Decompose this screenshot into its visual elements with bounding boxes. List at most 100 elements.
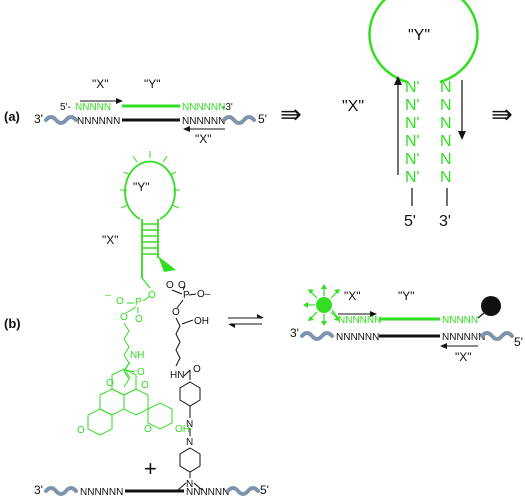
fluorophore-burst <box>303 284 340 326</box>
panel-b-label: (b) <box>4 316 21 331</box>
quencher-oh: OH <box>194 316 209 327</box>
beacon-loop-tick <box>169 171 177 176</box>
beacon-loop-label: "Y" <box>133 180 150 194</box>
fluorophore-o: O <box>141 380 149 391</box>
burst-arrowhead <box>321 321 327 326</box>
duplex-x-arrowhead <box>370 311 377 317</box>
duplex-right-five-prime: 5' <box>514 335 523 349</box>
duplex-left-strand-wave <box>300 331 334 341</box>
hairpin-left-nuc: N' <box>405 169 420 186</box>
beacon-loop-tick <box>123 171 131 176</box>
quencher-ring-1 <box>179 381 201 407</box>
beacon-loop-tick <box>120 204 129 209</box>
fluorophore-dot <box>316 297 332 313</box>
hairpin-loop <box>368 0 479 84</box>
duplex-right-strand-wave <box>480 331 514 341</box>
hairpin-left-end: 5' <box>404 213 416 230</box>
panel-a-bottom-left-seq: NNNNNN <box>77 116 120 127</box>
hairpin-left-nuc: N' <box>405 133 420 150</box>
phosphate-p: P <box>135 297 142 308</box>
beacon-stem-left-bond <box>141 277 151 289</box>
duplex-quencher-bond <box>477 312 485 319</box>
beacon-loop-tick <box>162 155 168 163</box>
phosphate-oxygen: O <box>135 314 143 325</box>
quencher-azo-n: N <box>186 437 193 448</box>
phosphate-oxygen: O <box>166 280 174 291</box>
panel-a-top-left-seq: NNNNN <box>75 102 111 113</box>
quencher-phosphate: O P O O– O <box>166 280 211 318</box>
fluorophore-structure: O O O O O OH <box>77 361 190 436</box>
beacon-loop-tick <box>171 204 180 209</box>
burst-arrowhead <box>321 284 327 289</box>
beacon-loop-tick <box>132 155 138 163</box>
hairpin-left-arrowhead <box>394 76 402 85</box>
burst-arrowhead <box>303 302 308 308</box>
hairpin-left-nuc: N' <box>405 97 420 114</box>
duplex-top-left-seq: NNNNNN <box>338 315 381 326</box>
panel-a-x-bottom-label: "X" <box>195 132 212 146</box>
fluorophore-o: O <box>106 378 114 389</box>
hairpin-right-nuc: N <box>440 133 452 150</box>
panel-a-x-label: "X" <box>92 77 109 91</box>
beacon-loop <box>120 151 180 220</box>
hairpin-right-nuc: N <box>440 97 452 114</box>
panel-a-x-arrowhead <box>116 98 123 104</box>
quencher-methyl <box>177 482 187 491</box>
hairpin-left-nuc: N' <box>405 151 420 168</box>
panel-a-three-prime-dash: -3' <box>222 102 233 113</box>
quencher-linker-top <box>175 317 181 343</box>
hairpin-loop-label: "Y" <box>408 27 430 44</box>
equilibrium-arrows <box>228 314 264 328</box>
panel-a-y-label: "Y" <box>144 77 161 91</box>
hairpin-left-nuc: N' <box>405 115 420 132</box>
beacon-stem <box>141 219 176 289</box>
target-right-seq: NNNNNN <box>186 487 229 498</box>
hairpin-right-stem: N N N N N N <box>440 79 452 186</box>
phosphate-minus: – <box>105 290 111 301</box>
quencher-hn: HN <box>170 370 184 381</box>
phosphate-bond <box>142 295 151 302</box>
phosphate-oxygen: O <box>172 307 180 318</box>
quencher-amide <box>183 369 191 380</box>
target-five-prime: 5' <box>260 483 269 497</box>
fluorophore-ring-5 <box>87 408 113 436</box>
phosphate-bond <box>171 289 183 295</box>
target-left-strand-wave <box>44 486 78 496</box>
duplex-y-label: "Y" <box>398 289 415 303</box>
fluorophore-linker <box>123 322 130 388</box>
quencher-amine-n: N <box>186 479 193 490</box>
panel-a-left-strand-wave <box>44 115 78 125</box>
beacon-loop-circle <box>124 160 176 220</box>
phosphate-p: P <box>183 290 190 301</box>
burst-arrowhead <box>334 289 340 294</box>
panel-a-five-prime-dash: 5'- <box>60 102 71 113</box>
hairpin-right-nuc: N <box>440 151 452 168</box>
phosphate-oxygen: O <box>148 290 156 301</box>
hairpin-right-end: 3' <box>439 213 451 230</box>
panel-a-right-five-prime: 5' <box>258 112 267 126</box>
phosphate-o-minus: O– <box>197 289 211 300</box>
plus-sign: + <box>144 456 157 481</box>
hairpin-right-nuc: N <box>440 115 452 132</box>
panel-a-arrow-2: ⇛ <box>491 99 513 129</box>
target-three-prime: 3' <box>34 483 43 497</box>
equilibrium-reverse-head <box>228 324 235 328</box>
phosphate-oxygen: O <box>120 312 128 323</box>
hairpin-stem-label: "X" <box>342 98 364 115</box>
target-right-strand-wave <box>226 486 260 496</box>
fluorophore-oh: OH <box>175 424 190 435</box>
duplex-x-bottom-arrowhead <box>440 343 447 349</box>
phosphate-oxygen: O <box>116 296 124 307</box>
quencher-ring-2 <box>179 447 201 473</box>
fluorophore-nh: NH <box>130 350 144 361</box>
fluorophore-ring-4 <box>147 402 173 430</box>
panel-a-label: (a) <box>4 109 20 124</box>
burst-arrowhead <box>308 289 314 294</box>
panel-a-bottom-right-seq: NNNNNN <box>182 116 225 127</box>
hairpin-left-stem: N' N' N' N' N' N' <box>405 79 420 186</box>
beacon-stem-wedge <box>158 256 176 272</box>
equilibrium-forward-head <box>257 314 264 318</box>
duplex-x-bottom-label: "X" <box>455 350 472 364</box>
duplex-x-label: "X" <box>344 289 361 303</box>
phosphate-bond <box>182 285 186 291</box>
